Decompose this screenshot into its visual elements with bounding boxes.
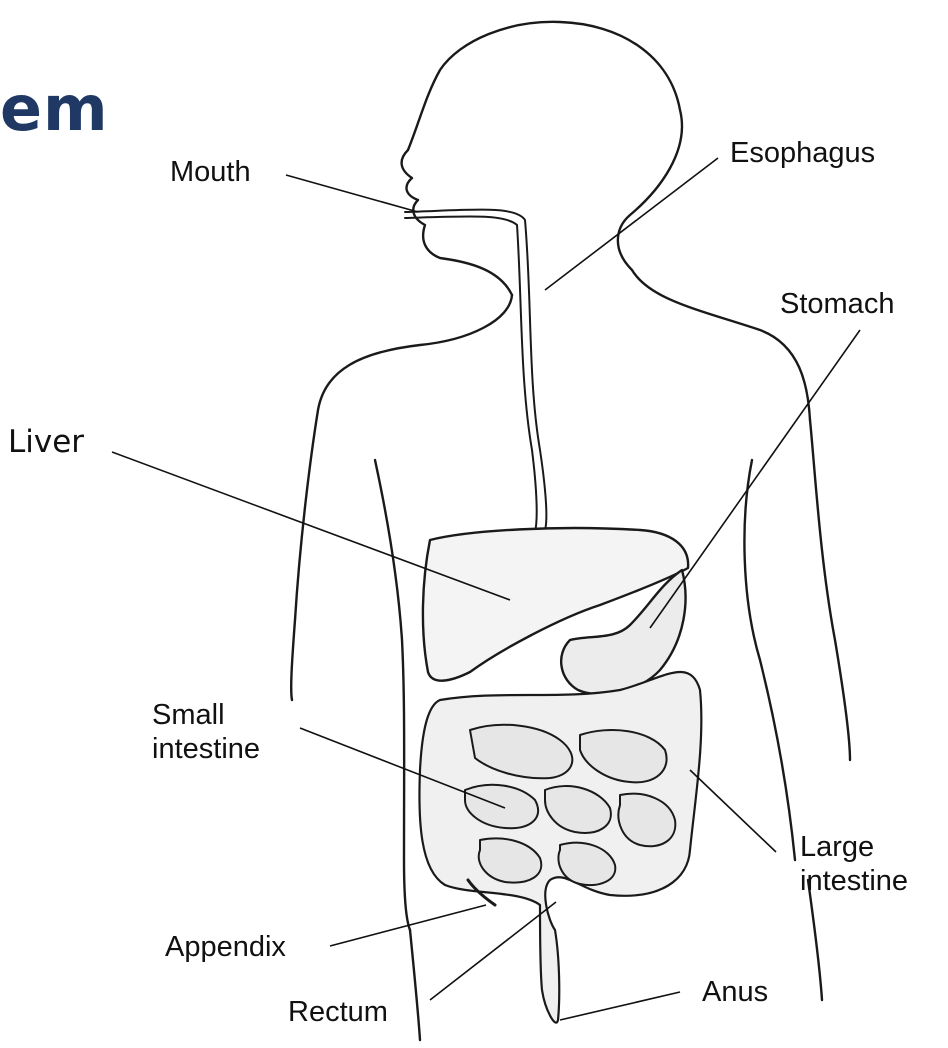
right-arm-outline: [810, 420, 850, 760]
label-small-intestine: Small intestine: [152, 698, 260, 766]
label-large-intestine: Large intestine: [800, 830, 908, 898]
head-outline: [402, 22, 810, 420]
label-small-intestine-line1: Small: [152, 698, 260, 732]
right-waist: [808, 880, 822, 1000]
label-liver: Liver: [8, 425, 84, 459]
label-anus: Anus: [702, 975, 768, 1009]
mouth-leader: [286, 175, 418, 212]
anus-leader: [560, 992, 680, 1020]
label-appendix: Appendix: [165, 930, 286, 964]
label-large-intestine-line1: Large: [800, 830, 908, 864]
esophagus-tube: [405, 210, 546, 530]
appendix-leader: [330, 905, 486, 946]
right-arm-inner: [744, 460, 795, 860]
stomach-leader: [650, 330, 860, 628]
left-arm-inner: [375, 460, 410, 930]
liver-leader: [112, 452, 510, 600]
label-rectum: Rectum: [288, 995, 388, 1029]
rectum-leader: [430, 902, 556, 1000]
label-small-intestine-line2: intestine: [152, 732, 260, 766]
label-esophagus: Esophagus: [730, 136, 875, 170]
left-waist: [410, 930, 420, 1040]
large-intestine-leader: [690, 770, 776, 852]
label-stomach: Stomach: [780, 287, 894, 321]
label-large-intestine-line2: intestine: [800, 864, 908, 898]
label-mouth: Mouth: [170, 155, 251, 189]
